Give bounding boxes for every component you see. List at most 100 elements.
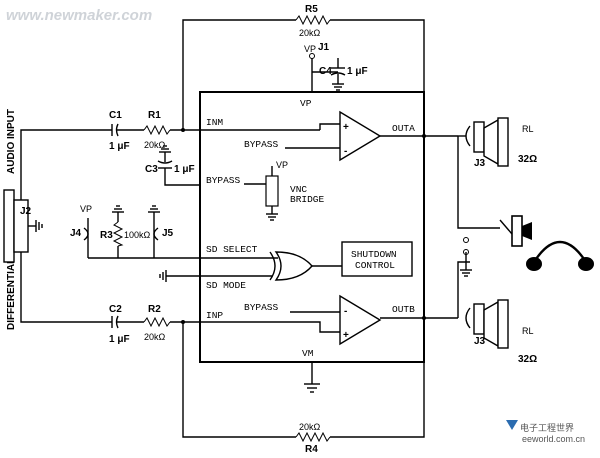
opamp-a-minus: - [344,146,347,157]
r4-value: 20kΩ [299,422,321,432]
inm-input-wire [20,129,112,200]
r2-value: 20kΩ [144,332,166,342]
headphones-left-cup [526,257,542,271]
c1-value: 1 μF [109,141,130,152]
opamp-b [339,294,382,346]
j1-vp-label: VP [304,44,316,54]
j3-bottom-label: J3 [474,336,486,347]
j3-bottom-jack-arc [465,307,471,329]
r2-resistor [143,316,171,328]
watermark-text: www.newmaker.com [6,7,152,24]
r1-label: R1 [148,110,161,121]
r5-resistor [295,14,331,26]
xor-back-arc [269,251,276,281]
rl-bottom-label: RL [522,326,534,336]
headphone-switch [499,219,513,235]
c2-plate-right [115,315,119,329]
vm-pin-label: VM [302,348,314,359]
vnc-vp-label: VP [276,160,288,170]
headphone-plug-tip [522,222,532,240]
headphones-right-cup [578,257,594,271]
r4-feedback-wire [182,318,425,438]
opamp-b-plus: + [343,330,349,341]
r4-resistor [295,431,331,443]
j3-top-label: J3 [474,158,486,169]
audio-input-label: AUDIO INPUT [6,109,17,174]
vnc-label-2: BRIDGE [290,194,325,205]
vnc-label-1: VNC [290,184,307,195]
speaker-top-cone [497,117,509,167]
j4-label: J4 [70,228,82,239]
bypass-wire [164,168,200,186]
c4-plate-bottom [330,72,346,76]
eeworld-logo-text: 电子工程世界 [520,422,574,433]
inp-input-wire [20,252,112,323]
j4-vp-label: VP [80,204,92,214]
c4-value: 1 μF [347,66,368,77]
vnc-bridge-resistor [265,175,279,207]
j2-label: J2 [20,206,32,217]
sd-select-label: SD SELECT [206,244,258,255]
sd-mode-label: SD MODE [206,280,246,291]
j1-jumper [309,53,315,59]
speaker-top [483,118,499,166]
inm-pin-label: INM [206,117,223,128]
shutdown-label-2: CONTROL [355,260,395,271]
headphone-contact-1 [463,237,469,243]
xor-gate [274,251,313,281]
j2-body-outer [3,189,15,263]
eeworld-logo-icon [506,420,518,430]
rl-top-label: RL [522,124,534,134]
speaker-bottom [483,300,499,348]
j1-label: J1 [318,42,330,53]
headphone-left-wire [457,136,500,229]
j5-jumper [153,227,159,241]
shutdown-control-block [341,241,413,277]
opamp-a-plus: + [343,122,349,133]
opamp-b-minus: - [344,306,347,317]
outb-label: OUTB [392,304,415,315]
outa-label: OUTA [392,123,415,134]
rl-bottom-value: 32Ω [518,354,537,365]
opamp-a-plus-wire [319,123,340,130]
outb-node [422,316,426,320]
outa-node [422,134,426,138]
shutdown-label-1: SHUTDOWN [351,249,397,260]
r1-value: 20kΩ [144,140,166,150]
inm-node [181,128,185,132]
inp-node [181,320,185,324]
inp-internal-wire [200,321,340,333]
r2-label: R2 [148,304,161,315]
inp-pin-label: INP [206,310,223,321]
r1-resistor [143,124,171,136]
bypass-bottom-label: BYPASS [244,302,279,313]
j3-top-jack [473,121,485,153]
opamp-a [339,110,382,162]
vp-pin-label: VP [300,98,312,109]
eeworld-logo-url: eeworld.com.cn [522,434,585,444]
c3-label: C3 [145,164,158,175]
speaker-bottom-cone [497,299,509,349]
j5-label: J5 [162,228,174,239]
headphones-band [532,241,588,263]
bypass-top-label: BYPASS [244,139,279,150]
c1-plate-right [115,123,119,137]
r3-gap [115,222,121,246]
r3-resistor [112,221,124,247]
c4-label: C4 [319,66,332,77]
c1-label: C1 [109,110,122,121]
rl-top-value: 32Ω [518,154,537,165]
differential-label: DIFFERENTIAL [6,258,17,330]
headphone-jack-body [511,215,523,247]
j3-top-jack-arc [465,125,471,147]
r3-value: 100kΩ [124,230,151,240]
j4-jumper [83,227,89,241]
c2-value: 1 μF [109,334,130,345]
c2-label: C2 [109,304,122,315]
j3-bottom-jack [473,303,485,335]
r5-value: 20kΩ [299,28,321,38]
c3-plate-top [157,160,173,164]
c3-value: 1 μF [174,164,195,175]
